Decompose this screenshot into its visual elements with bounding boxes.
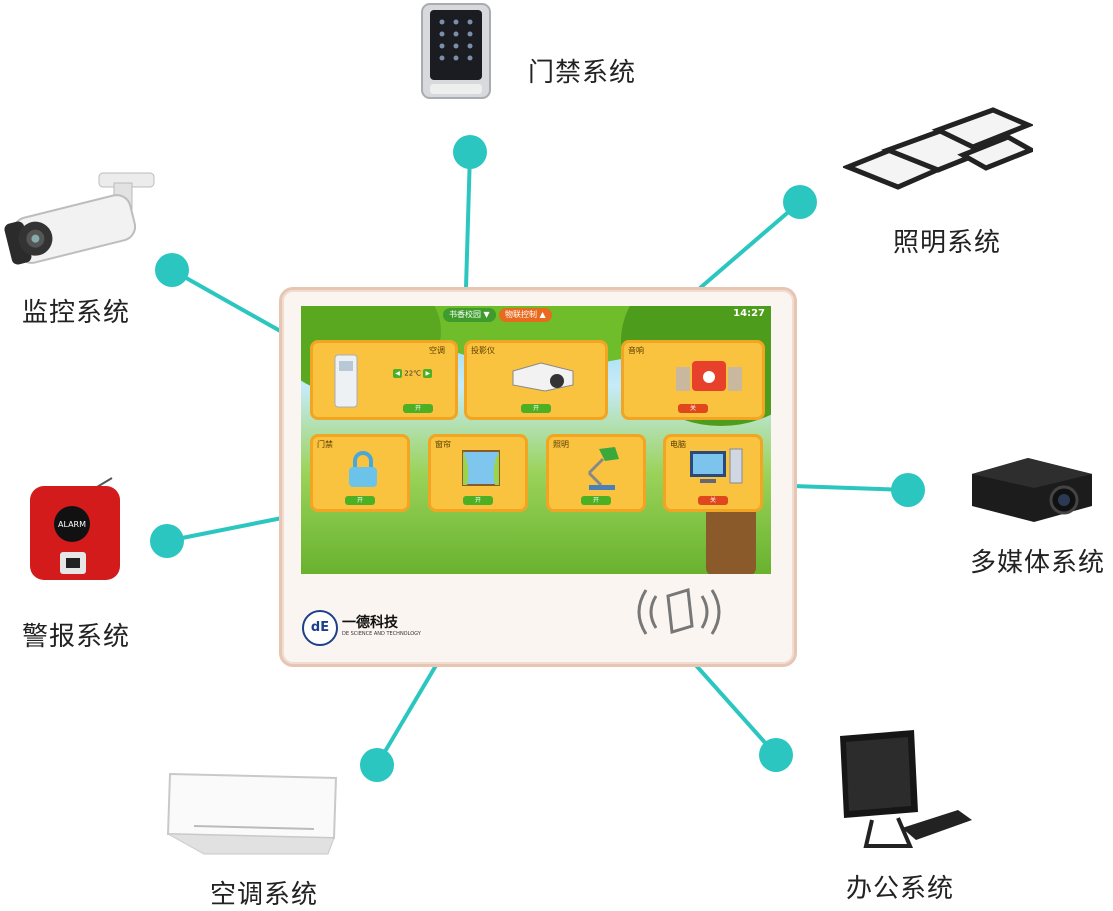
card-access[interactable]: 门禁 开 — [310, 434, 410, 512]
node-dot-monitor — [155, 253, 189, 287]
projector-toggle-button[interactable]: 开 — [521, 404, 551, 413]
card-aircon[interactable]: 空调 ◀ 22℃ ▶ 开 — [310, 340, 458, 420]
brand-subtitle: DE SCIENCE AND TECHNOLOGY — [342, 631, 421, 637]
card-projector-label: 投影仪 — [471, 346, 495, 355]
lighting-toggle-button[interactable]: 开 — [581, 496, 611, 505]
audio-toggle-button[interactable]: 关 — [678, 404, 708, 413]
curtain-toggle-button[interactable]: 开 — [463, 496, 493, 505]
nfc-reader-icon — [637, 588, 721, 635]
temp-up-icon[interactable]: ▶ — [423, 369, 433, 378]
card-audio-label: 音响 — [628, 346, 644, 355]
node-dot-lighting — [783, 185, 817, 219]
tab-linkage[interactable]: 物联控制 ▲ — [499, 308, 552, 322]
aircon-toggle-button[interactable]: 开 — [403, 404, 433, 413]
lock-icon — [349, 451, 377, 487]
monitor-system-label: 监控系统 — [22, 298, 131, 328]
office-computer-image — [840, 730, 972, 848]
multimedia-system-label: 多媒体系统 — [970, 548, 1106, 578]
card-curtain-label: 窗帘 — [435, 440, 451, 449]
access-system-label: 门禁系统 — [528, 58, 637, 88]
card-lighting[interactable]: 照明 开 — [546, 434, 646, 512]
svg-text:ALARM: ALARM — [58, 520, 86, 529]
air-conditioner-image — [166, 772, 338, 855]
temperature-value: 22℃ — [404, 369, 422, 378]
card-computer-label: 电脑 — [670, 440, 686, 449]
surveillance-camera-image — [4, 172, 155, 265]
projector-icon — [512, 362, 574, 392]
screen-topbar: 书香校园 ▼ 物联控制 ▲ 14:27 — [301, 306, 771, 324]
temp-down-icon[interactable]: ◀ — [393, 369, 402, 378]
tablet-screen: 书香校园 ▼ 物联控制 ▲ 14:27 空调 ◀ 22℃ ▶ 开 投影仪 — [301, 306, 771, 574]
card-aircon-label: 空调 — [429, 346, 445, 355]
card-projector[interactable]: 投影仪 开 — [464, 340, 608, 420]
node-dot-access — [453, 135, 487, 169]
speaker-icon — [676, 361, 742, 391]
node-dot-multimedia — [891, 473, 925, 507]
node-dot-aircon — [360, 748, 394, 782]
card-access-label: 门禁 — [317, 440, 333, 449]
node-dot-office — [759, 738, 793, 772]
alarm-box-image: ALARM — [30, 477, 120, 580]
card-computer[interactable]: 电脑 关 — [663, 434, 763, 512]
computer-icon — [690, 448, 743, 484]
computer-toggle-button[interactable]: 关 — [698, 496, 728, 505]
alarm-system-label: 警报系统 — [22, 622, 131, 652]
access-keypad-image — [421, 3, 491, 99]
brand-mark: dE — [302, 610, 338, 646]
lighting-panel-image — [843, 107, 1033, 190]
card-lighting-label: 照明 — [553, 440, 569, 449]
curtain-window-icon — [462, 450, 500, 486]
projector-image — [972, 458, 1092, 522]
office-system-label: 办公系统 — [846, 874, 955, 904]
tab-campus[interactable]: 书香校园 ▼ — [443, 308, 496, 322]
aircon-system-label: 空调系统 — [210, 880, 319, 910]
card-curtain[interactable]: 窗帘 开 — [428, 434, 528, 512]
node-dot-alarm — [150, 524, 184, 558]
lighting-system-label: 照明系统 — [893, 228, 1002, 258]
clock: 14:27 — [733, 308, 765, 319]
aircon-unit-icon — [334, 354, 358, 408]
card-audio[interactable]: 音响 关 — [621, 340, 765, 420]
desk-lamp-icon — [587, 447, 619, 490]
access-toggle-button[interactable]: 开 — [345, 496, 375, 505]
brand-name: 一德科技 — [342, 615, 398, 631]
control-tablet: 书香校园 ▼ 物联控制 ▲ 14:27 空调 ◀ 22℃ ▶ 开 投影仪 — [279, 287, 797, 667]
temperature-control: ◀ 22℃ ▶ — [393, 369, 433, 378]
